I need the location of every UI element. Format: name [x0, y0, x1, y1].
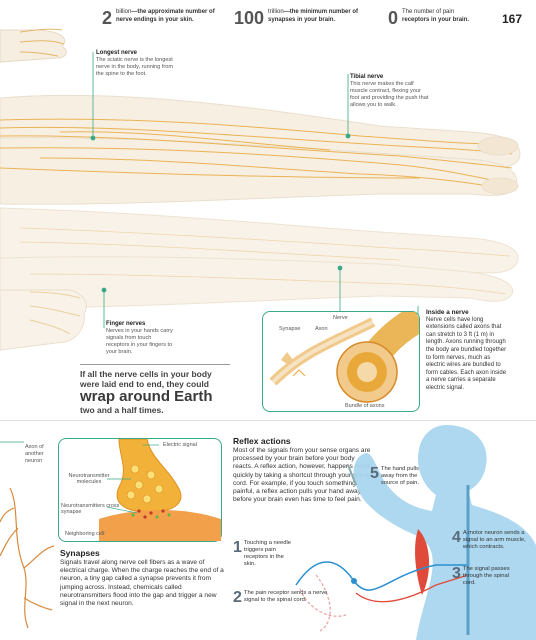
label-neurotransmitters-cross-synapse: Neurotransmitters cross synapse: [61, 503, 120, 515]
step-text: A motor neuron sends a signal to an arm …: [462, 530, 526, 550]
note-title: Longest nerve: [96, 50, 138, 56]
step-number: 5: [370, 465, 379, 482]
note-body: Nerves in your hands carry signals from …: [106, 328, 173, 355]
stat-nerve-endings: 2 billion—the approximate number of nerv…: [102, 9, 226, 27]
note-title: Tibial nerve: [350, 74, 384, 80]
label-nerve: Nerve: [333, 315, 348, 321]
label-bundle-of-axons: Bundle of axons: [345, 403, 385, 409]
lower-legs: [0, 207, 519, 309]
step-number: 3: [452, 565, 461, 582]
neuron-branches: [0, 441, 55, 629]
stat-number: 100: [234, 8, 265, 28]
legs-nerve-illustration: [0, 28, 521, 358]
note-body: Nerve cells have long extensions called …: [426, 316, 507, 391]
reflex-body-diagram: [295, 425, 536, 640]
nerve-cross-section: [269, 312, 419, 403]
label-electric-signal: Electric signal: [163, 442, 197, 448]
section-divider: [0, 420, 536, 421]
nerve-inset: Synapse Axon Nerve Bundle of axons: [262, 311, 420, 412]
label-neighboring-cell: Neighboring cell: [65, 531, 105, 537]
step-text: Touching a needle triggers pain receptor…: [243, 540, 291, 567]
reflex-step: 2 The pain receptor sends a nerve signal…: [233, 589, 333, 606]
note-body: The sciatic nerve is the longest nerve i…: [96, 57, 174, 77]
step-text: The signal passes through the spinal cor…: [462, 566, 510, 586]
step-text: The hand pulls away from the source of p…: [380, 466, 419, 486]
lower-hand: [0, 289, 87, 351]
note-finger-nerves: Finger nerves Nerves in your hands carry…: [106, 321, 176, 356]
synapse-diagram: [99, 439, 221, 541]
synapses-body: Signals travel along nerve cell fibers a…: [60, 559, 224, 608]
synapses-heading: Synapses: [60, 548, 100, 558]
note-longest-nerve: Longest nerve The sciatic nerve is the l…: [96, 50, 178, 78]
label-synapse: Synapse: [279, 326, 301, 332]
note-body: This nerve makes the calf muscle contrac…: [350, 81, 429, 108]
step-number: 4: [452, 529, 461, 546]
reflex-body: Most of the signals from your sense orga…: [233, 447, 371, 504]
label-axon-of-another-neuron: Axon of another neuron: [25, 444, 44, 464]
hand-illustration: [0, 28, 67, 63]
step-number: 1: [233, 539, 242, 556]
stat-number: 0: [388, 8, 399, 28]
upper-legs: [0, 94, 521, 205]
synapse-inset: Electric signal Neurotransmitter molecul…: [58, 438, 222, 542]
note-title: Finger nerves: [106, 321, 146, 327]
reflex-step: 1 Touching a needle triggers pain recept…: [233, 540, 293, 568]
reflex-step: 4 A motor neuron sends a signal to an ar…: [452, 530, 526, 551]
note-tibial-nerve: Tibial nerve This nerve makes the calf m…: [350, 74, 430, 109]
step-number: 2: [233, 589, 242, 606]
label-neurotransmitter-molecules: Neurotransmitter molecules: [68, 473, 110, 485]
wrap-around-earth-fact: If all the nerve cells in your body were…: [80, 364, 230, 415]
reflex-step: 3 The signal passes through the spinal c…: [452, 566, 522, 587]
label-axon: Axon: [315, 326, 328, 332]
stat-pain-receptors: 0 The number of pain receptors in your b…: [388, 9, 477, 27]
reflex-step: 5 The hand pulls away from the source of…: [370, 466, 432, 487]
fact-line: If all the nerve cells in your body were…: [80, 369, 212, 389]
stat-number: 2: [102, 8, 113, 28]
note-inside-nerve: Inside a nerve Nerve cells have long ext…: [426, 309, 510, 393]
reflex-heading: Reflex actions: [233, 436, 291, 446]
stat-text: billion—the approximate number of nerve …: [116, 9, 215, 23]
fact-highlight: wrap around Earth: [80, 388, 213, 405]
stat-synapses: 100 trillion—the minimum number of synap…: [234, 9, 378, 27]
fact-line: two and a half times.: [80, 405, 164, 415]
stat-text: trillion—the minimum number of synapses …: [268, 9, 359, 23]
stat-text: The number of pain receptors in your bra…: [402, 9, 470, 23]
step-text: The pain receptor sends a nerve signal t…: [243, 590, 328, 603]
note-title: Inside a nerve: [426, 309, 469, 316]
page-number: 167: [501, 12, 522, 26]
